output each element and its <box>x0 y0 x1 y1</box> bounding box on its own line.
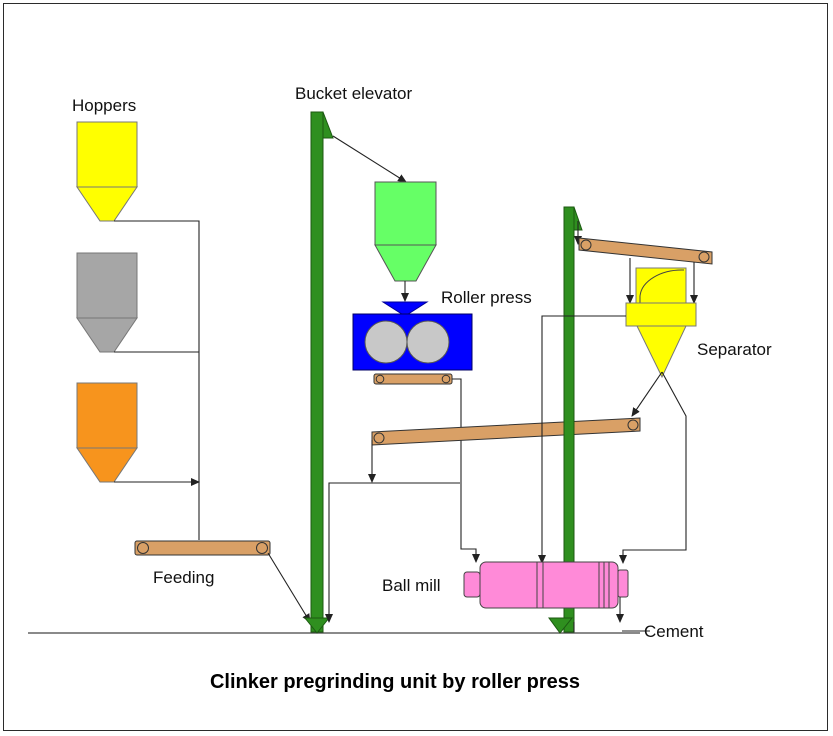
roller-press-hopper <box>374 181 437 282</box>
ball-mill <box>463 561 629 609</box>
separator-rejects-arrow <box>631 371 663 417</box>
feeding-conveyor <box>134 540 271 556</box>
separator-to-ball-mill-line <box>538 315 626 564</box>
diagram-frame <box>3 3 828 731</box>
roller-press-conveyor <box>373 373 453 385</box>
feeding-to-elevator-arrow <box>267 552 311 623</box>
feeding-label: Feeding <box>153 568 214 587</box>
roller-press-to-ball-mill-line <box>452 378 480 563</box>
bucket-elevator-main <box>303 111 334 634</box>
separator <box>625 267 697 379</box>
inclined-conveyor <box>371 417 641 446</box>
hopper-yellow <box>76 121 138 222</box>
separator-feed-conveyor <box>578 237 713 265</box>
hopper-orange <box>76 382 138 483</box>
separator-label: Separator <box>697 340 772 359</box>
elevator-to-roller-hopper-arrow <box>332 135 407 183</box>
cement-label: Cement <box>644 622 704 641</box>
separator-fines-line <box>619 371 687 564</box>
roller-press-label: Roller press <box>441 288 532 307</box>
hopper-gray <box>76 252 138 353</box>
hoppers-label: Hoppers <box>72 96 136 115</box>
ball-mill-label: Ball mill <box>382 576 441 595</box>
conveyor-return-to-elevator-line <box>325 482 460 623</box>
roller-press <box>352 301 473 371</box>
hopper-collector-line <box>114 220 199 540</box>
diagram-title: Clinker pregrinding unit by roller press <box>210 671 580 693</box>
bucket-elevator-label: Bucket elevator <box>295 84 413 103</box>
